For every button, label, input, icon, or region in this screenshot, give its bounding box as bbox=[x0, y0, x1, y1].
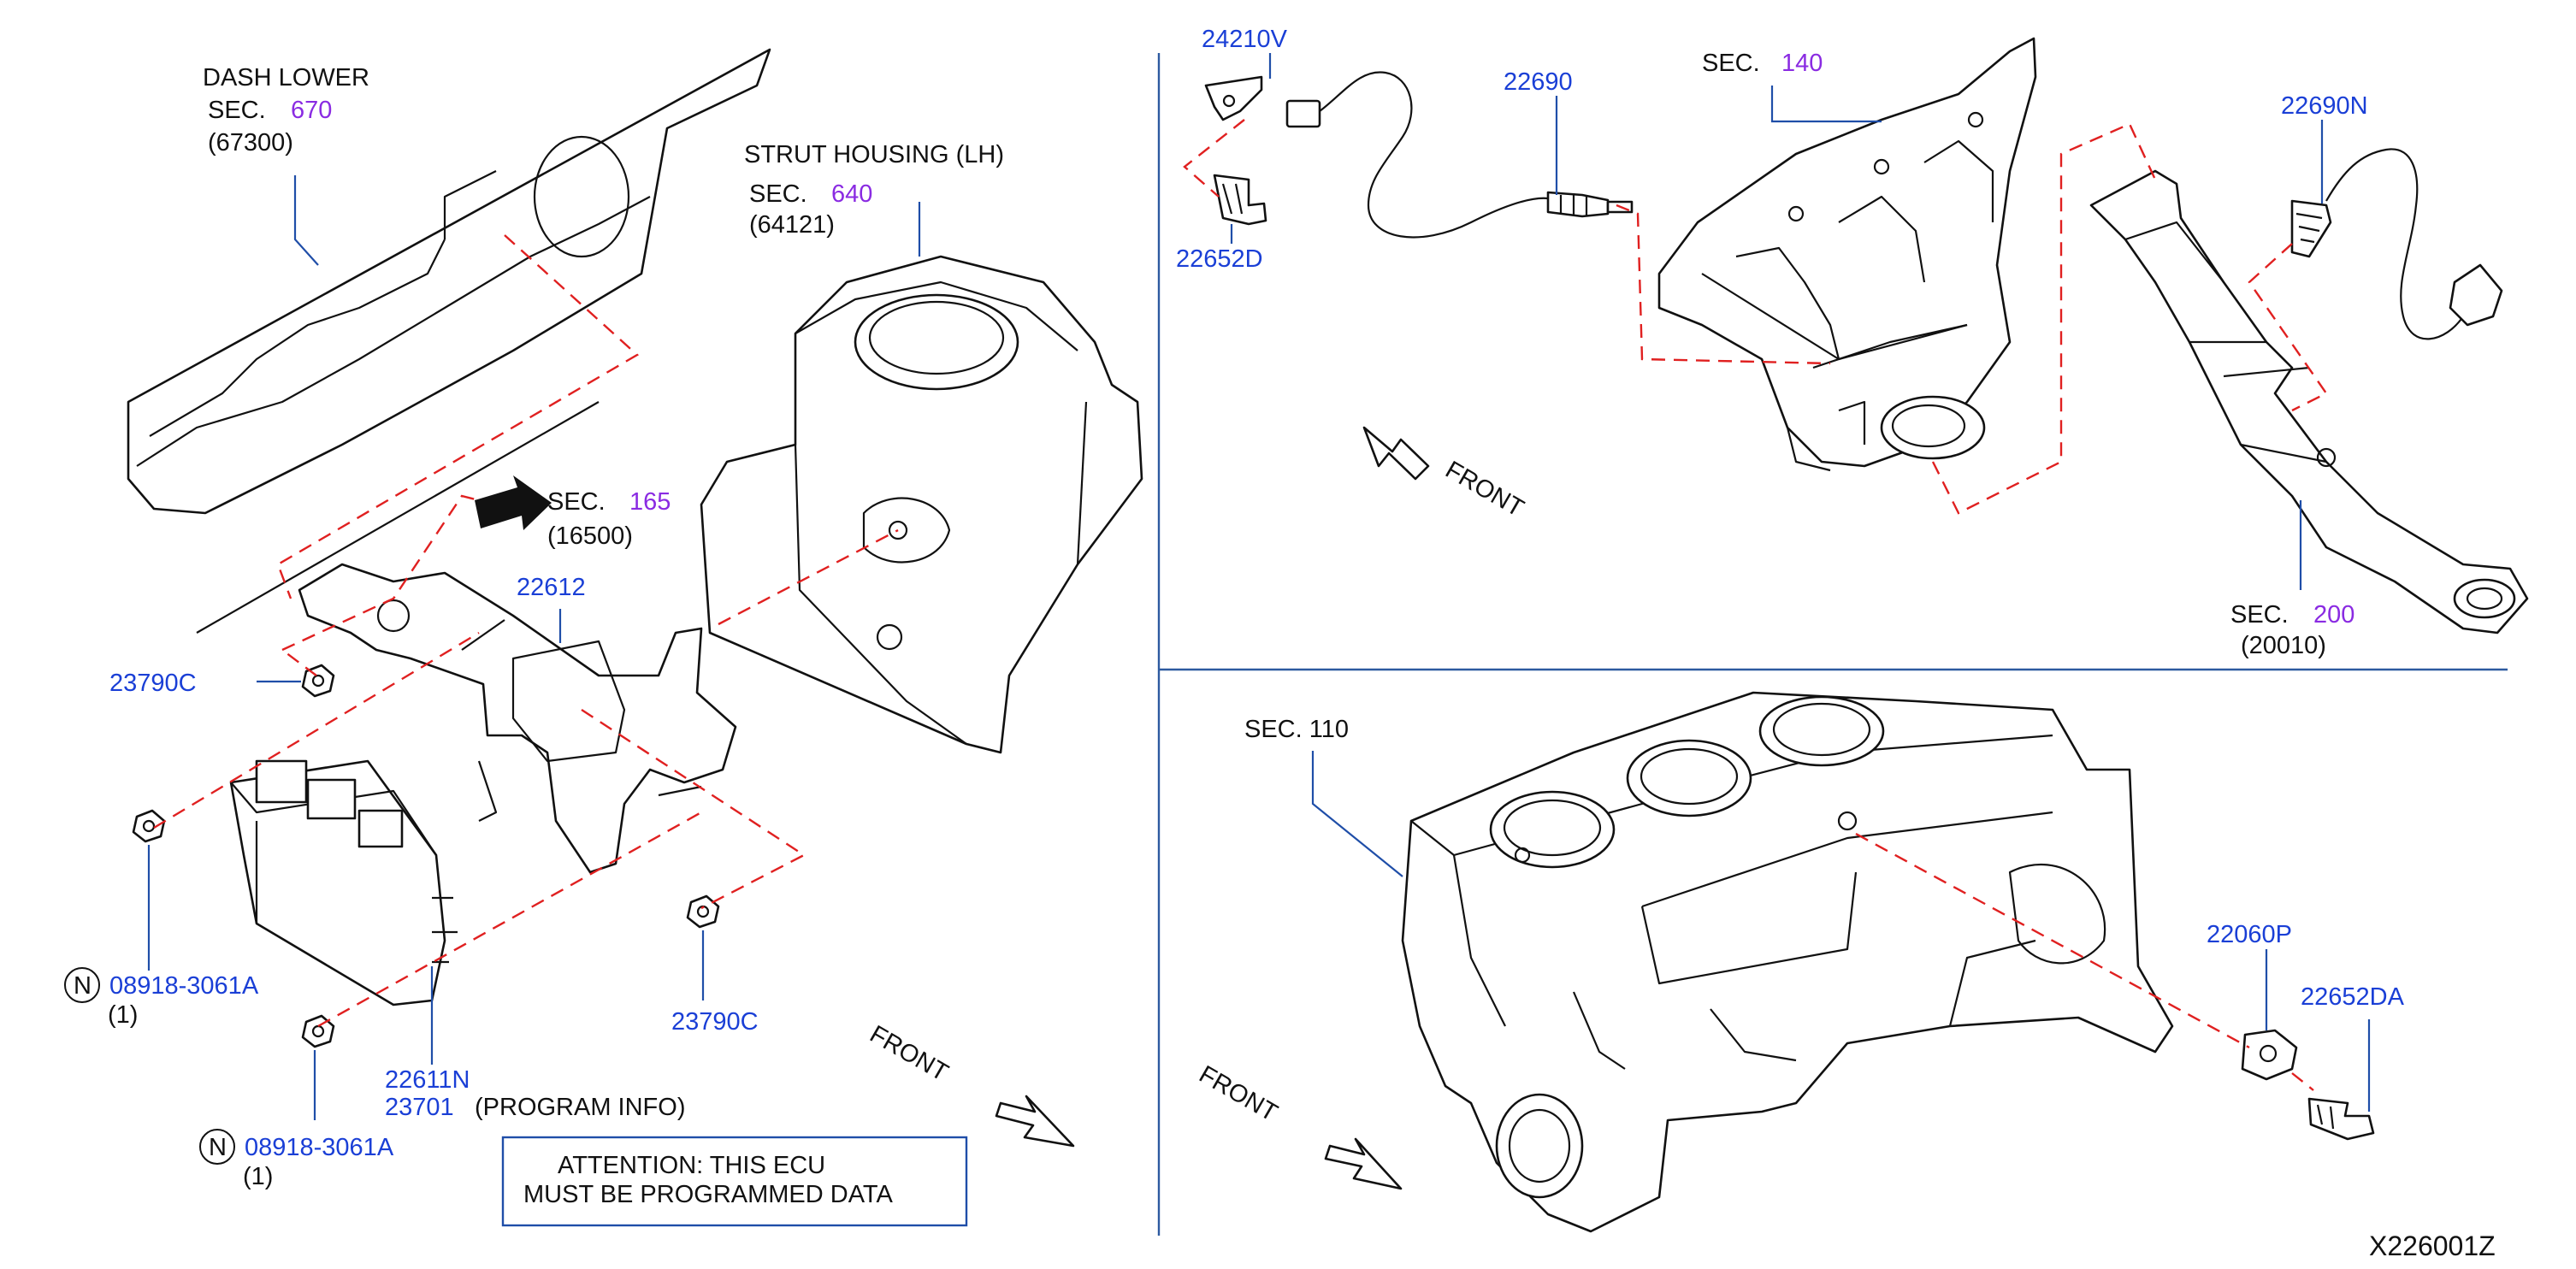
n-circle-2-text: N bbox=[209, 1134, 227, 1161]
bracket-24210v bbox=[1204, 75, 1263, 121]
front-arrow-left bbox=[995, 1095, 1075, 1148]
dash-lower-sec-num: 670 bbox=[291, 97, 332, 124]
label-22690n: 22690N bbox=[2281, 92, 2368, 120]
n-circle-2 bbox=[199, 1129, 235, 1165]
label-23790c-left: 23790C bbox=[109, 670, 197, 697]
sec-165-code: (16500) bbox=[547, 522, 633, 550]
bottom-leader-lines bbox=[1311, 751, 2371, 1112]
label-sec-110: SEC. 110 bbox=[1244, 716, 1349, 743]
label-22652d: 22652D bbox=[1176, 245, 1263, 273]
left-leader-lines bbox=[147, 175, 921, 1120]
nut-23790c-right bbox=[686, 894, 720, 929]
sec-200-num: 200 bbox=[2313, 601, 2354, 629]
label-n-nut-1: N 08918-3061A (1) bbox=[64, 967, 259, 1029]
label-front-bottom: FRONT bbox=[1195, 1060, 1283, 1127]
label-24210v: 24210V bbox=[1202, 26, 1288, 53]
bolt-22652d bbox=[1213, 174, 1267, 226]
dash-lower-panel bbox=[127, 48, 771, 634]
attention-line-1: ATTENTION: THIS ECU bbox=[558, 1152, 825, 1179]
ecu-bracket bbox=[298, 563, 737, 874]
label-front-left: FRONT bbox=[866, 1020, 954, 1087]
label-22690: 22690 bbox=[1504, 68, 1573, 96]
dash-lower-title: DASH LOWER bbox=[203, 64, 369, 91]
label-dash-lower: DASH LOWER SEC. 670 (67300) bbox=[203, 64, 369, 156]
dash-lower-code: (67300) bbox=[208, 129, 293, 156]
sec-140-sec: SEC. bbox=[1702, 50, 1760, 77]
left-dashed-guides bbox=[153, 234, 899, 1028]
sec-165-num: 165 bbox=[629, 488, 671, 516]
exhaust-manifold bbox=[1657, 37, 2037, 472]
ecu-module bbox=[229, 759, 458, 1006]
label-22652da: 22652DA bbox=[2301, 983, 2405, 1011]
label-sec-165: SEC. 165 (16500) bbox=[547, 488, 671, 550]
strut-housing-title: STRUT HOUSING (LH) bbox=[744, 141, 1004, 168]
sec-165-arrow bbox=[475, 475, 552, 530]
sensor-22690 bbox=[1285, 71, 1634, 239]
attention-line-2: MUST BE PROGRAMMED DATA bbox=[523, 1181, 893, 1208]
label-22611n: 22611N bbox=[385, 1066, 470, 1094]
nut-08918-upper bbox=[132, 809, 166, 843]
front-arrow-top bbox=[1362, 426, 1430, 481]
front-arrow-bottom bbox=[1324, 1137, 1403, 1190]
top-right-dashed-guides bbox=[1183, 119, 2328, 515]
sec-140-num: 140 bbox=[1781, 50, 1823, 77]
label-front-top: FRONT bbox=[1441, 456, 1529, 522]
nut-23790c-left bbox=[301, 664, 335, 698]
strut-housing-code: (64121) bbox=[749, 211, 835, 239]
n-circle-1-text: N bbox=[74, 972, 92, 1000]
knock-sensor-22060p bbox=[2241, 1029, 2298, 1081]
n-nut-2-qty: (1) bbox=[243, 1163, 273, 1190]
sensor-22690n bbox=[2290, 148, 2503, 340]
strut-housing-sec: SEC. bbox=[749, 180, 807, 208]
label-strut-housing: STRUT HOUSING (LH) SEC. 640 (64121) bbox=[744, 141, 1004, 239]
sec-200-sec: SEC. bbox=[2230, 601, 2289, 629]
n-nut-2-part: 08918-3061A bbox=[245, 1134, 394, 1161]
dash-lower-sec: SEC. bbox=[208, 97, 266, 124]
label-n-nut-2: N 08918-3061A (1) bbox=[199, 1129, 394, 1190]
label-23701: 23701 bbox=[385, 1094, 454, 1121]
n-nut-1-part: 08918-3061A bbox=[109, 972, 259, 1000]
nut-08918-lower bbox=[301, 1014, 335, 1048]
sec-165-sec: SEC. bbox=[547, 488, 606, 516]
label-program-info: (PROGRAM INFO) bbox=[475, 1094, 686, 1121]
attention-box bbox=[501, 1136, 968, 1227]
n-circle-1 bbox=[64, 967, 100, 1003]
label-23790c-right: 23790C bbox=[671, 1008, 759, 1036]
sec-200-code: (20010) bbox=[2241, 632, 2326, 659]
label-sec-200: SEC. 200 (20010) bbox=[2230, 601, 2354, 659]
strut-housing-sec-num: 640 bbox=[831, 180, 872, 208]
engine-block bbox=[1401, 691, 2174, 1233]
label-22060p: 22060P bbox=[2207, 921, 2292, 948]
label-sec-140: SEC. 140 bbox=[1702, 50, 1823, 77]
strut-housing bbox=[700, 255, 1143, 754]
diagram-id: X226001Z bbox=[2369, 1231, 2496, 1261]
bolt-22652da bbox=[2307, 1097, 2375, 1141]
bottom-dashed-guides bbox=[1855, 832, 2314, 1091]
top-right-leader-lines bbox=[1230, 53, 2324, 590]
label-22612: 22612 bbox=[517, 574, 586, 601]
catalytic-converter bbox=[2089, 169, 2529, 634]
n-nut-1-qty: (1) bbox=[108, 1001, 138, 1029]
